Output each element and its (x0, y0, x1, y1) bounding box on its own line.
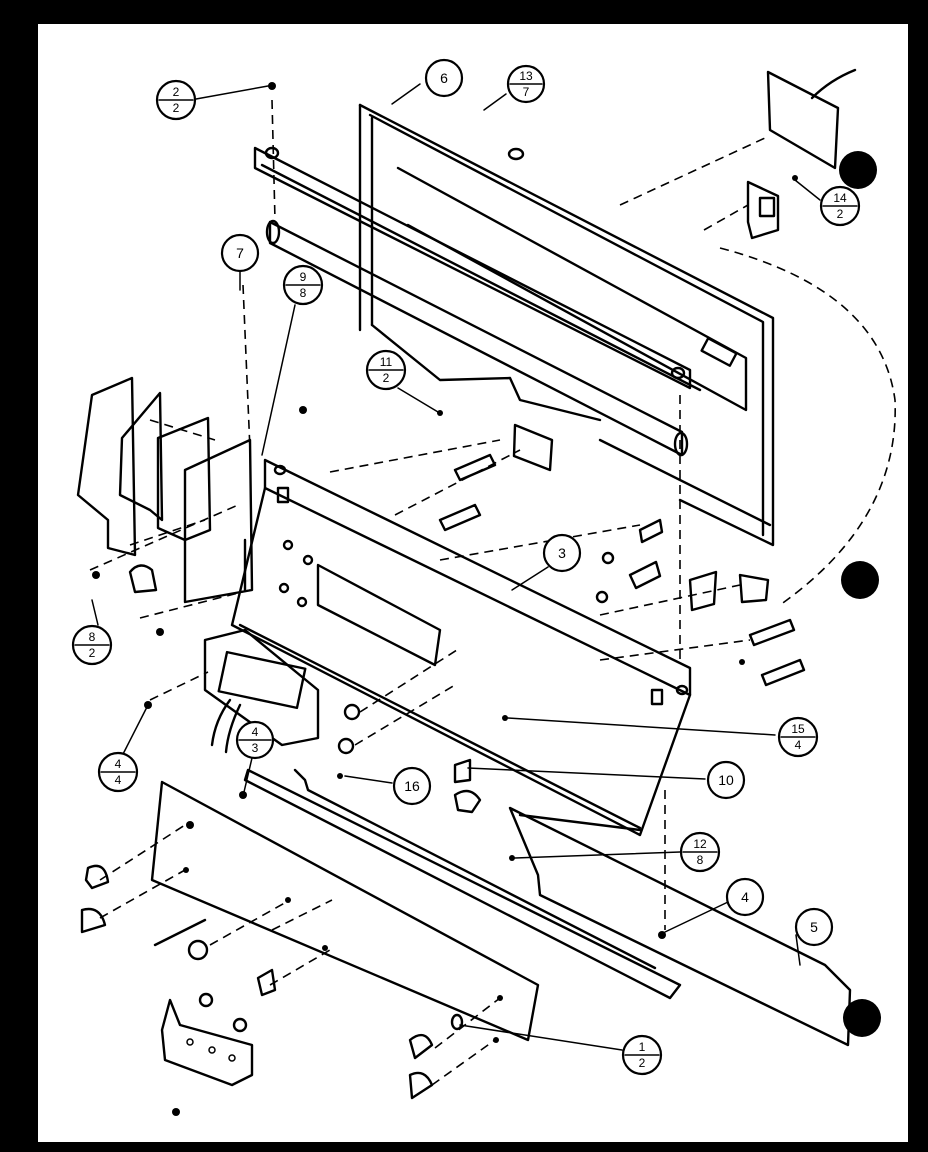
callout-16: 16 (392, 766, 432, 806)
registration-dot-top (839, 151, 877, 189)
callout-15-4: 15 4 (777, 716, 819, 758)
trim-strips (243, 768, 852, 1047)
callout-16-label: 16 (404, 778, 420, 794)
callout-5: 5 (794, 907, 834, 947)
left-side-brackets (76, 376, 254, 604)
callout-14-2-bottom: 2 (837, 207, 844, 221)
callout-10-label: 10 (718, 772, 734, 788)
terminal-block (160, 992, 254, 1087)
callout-5-label: 5 (810, 919, 818, 935)
callout-11-2-top: 11 (380, 355, 393, 369)
callout-8-2: 8 2 (71, 624, 113, 666)
callout-1-2: 1 2 (621, 1034, 663, 1076)
top-right-bracket (746, 68, 857, 240)
callout-4-3-top: 4 (252, 725, 259, 739)
callout-2-2: 2 2 (155, 79, 197, 121)
callout-14-2-top: 14 (833, 191, 847, 205)
callout-2-2-bottom: 2 (173, 101, 180, 115)
control-panel-part-3 (230, 458, 692, 837)
registration-dot-bottom (843, 999, 881, 1037)
callout-6: 6 (424, 58, 464, 98)
switch-assemblies (438, 423, 806, 687)
callout-4-3: 4 3 (235, 720, 275, 760)
callout-leaders (91, 83, 821, 1051)
callout-14-2: 14 2 (819, 185, 861, 227)
screw-markers (92, 82, 798, 1116)
callout-7-label: 7 (236, 245, 244, 261)
callout-4-label: 4 (741, 889, 749, 905)
callout-9-8-top: 9 (300, 270, 307, 284)
callout-4-4-top: 4 (115, 757, 122, 771)
middle-small-parts (337, 703, 482, 814)
callout-15-4-top: 15 (791, 722, 805, 736)
clock-timer-assembly (203, 628, 320, 754)
callout-12-8: 12 8 (679, 831, 721, 873)
callout-11-2-bottom: 2 (383, 371, 390, 385)
callout-3-label: 3 (558, 545, 566, 561)
callout-4-3-bottom: 3 (252, 741, 259, 755)
callout-4-4-bottom: 4 (115, 773, 122, 787)
callout-4: 4 (725, 877, 765, 917)
callout-3: 3 (542, 533, 582, 573)
top-rail (253, 146, 702, 457)
callout-1-2-top: 1 (639, 1040, 646, 1054)
callout-13-7-bottom: 7 (523, 85, 530, 99)
callout-9-8-bottom: 8 (300, 286, 307, 300)
callout-10: 10 (706, 760, 746, 800)
callout-2-2-top: 2 (173, 85, 180, 99)
callout-11-2: 11 2 (365, 349, 407, 391)
callout-9-8: 9 8 (282, 264, 324, 306)
callout-15-4-bottom: 4 (795, 738, 802, 752)
callout-8-2-top: 8 (89, 630, 96, 644)
registration-dot-middle (841, 561, 879, 599)
front-control-plate (80, 780, 540, 1100)
callout-8-2-bottom: 2 (89, 646, 96, 660)
callout-6-label: 6 (440, 70, 448, 86)
callout-4-4: 4 4 (97, 751, 139, 793)
callout-13-7-top: 13 (519, 69, 533, 83)
callout-7: 7 (220, 233, 260, 273)
callout-12-8-bottom: 8 (697, 853, 704, 867)
callout-13-7: 13 7 (506, 64, 546, 104)
parts-diagram-sheet (38, 24, 908, 1142)
callout-12-8-top: 12 (693, 837, 707, 851)
callout-1-2-bottom: 2 (639, 1056, 646, 1070)
